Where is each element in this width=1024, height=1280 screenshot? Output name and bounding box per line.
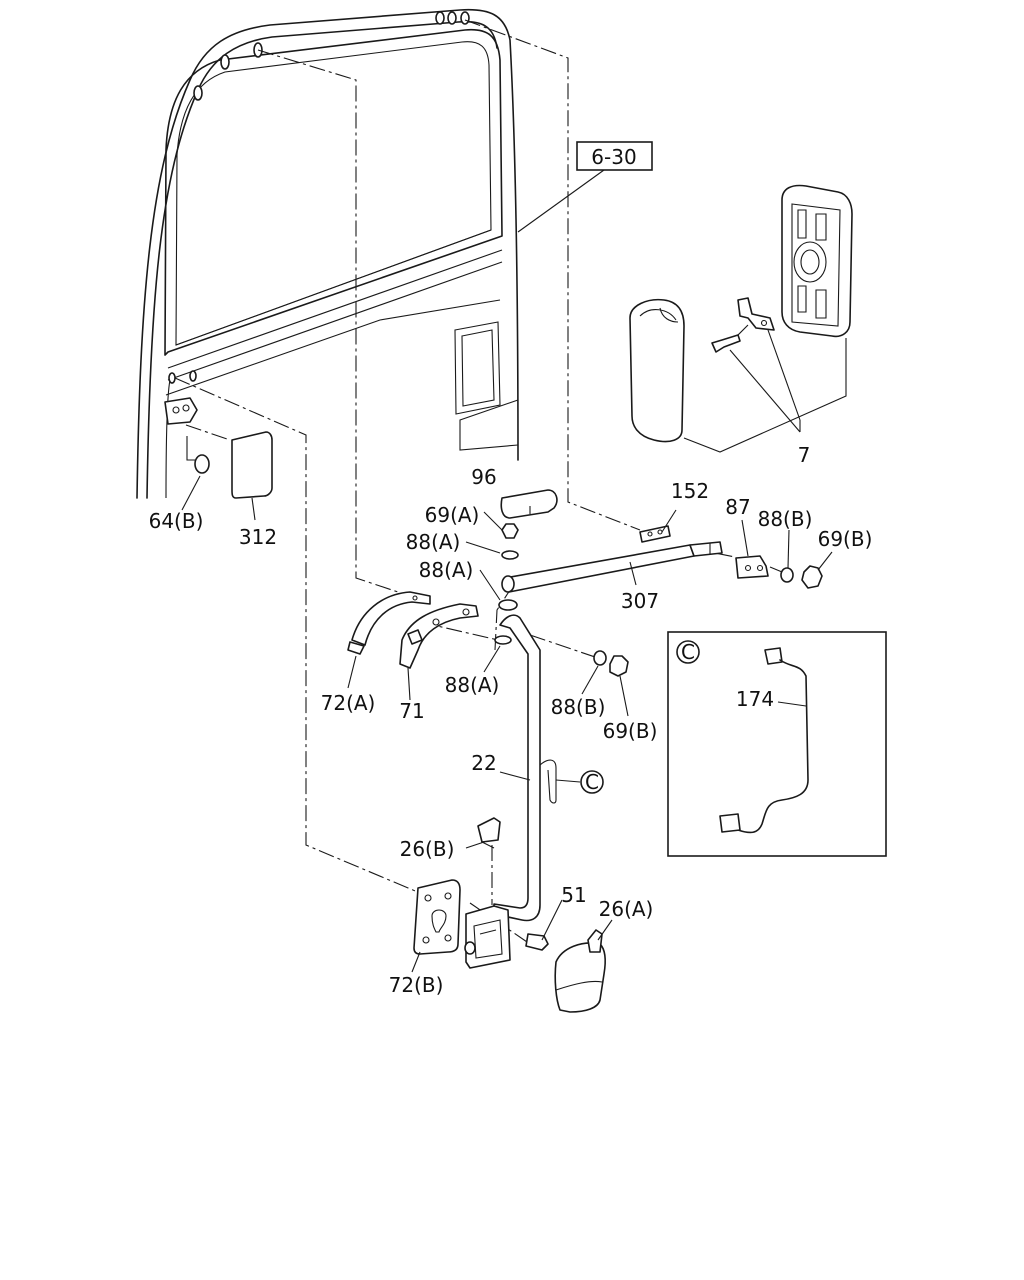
callout-96: 96 (471, 465, 496, 489)
callout-22: 22 (471, 751, 496, 775)
callout-88b-1: 88(B) (758, 507, 813, 531)
detail-marker-ref: C (585, 770, 599, 794)
callout-88a-3: 88(A) (445, 673, 500, 697)
callout-labels: 7 96 152 69(A) 88(A) 88(A) 87 88(B) 69(B… (149, 443, 873, 997)
callout-26a: 26(A) (599, 897, 654, 921)
callout-174: 174 (736, 687, 774, 711)
callout-51: 51 (561, 883, 586, 907)
lower-left-parts (186, 431, 273, 499)
callout-7: 7 (798, 443, 811, 467)
detail-marker: C (681, 640, 695, 664)
callout-152: 152 (671, 479, 709, 503)
callout-26b: 26(B) (400, 837, 455, 861)
callout-69a: 69(A) (425, 503, 480, 527)
callout-72a: 72(A) (321, 691, 376, 715)
callout-64b: 64(B) (149, 509, 204, 533)
callout-87: 87 (725, 495, 750, 519)
callout-69b-1: 69(B) (818, 527, 873, 551)
callout-88b-2: 88(B) (551, 695, 606, 719)
callout-307: 307 (621, 589, 659, 613)
detail-c-panel: C C (580, 631, 887, 857)
reference-box-label: 6-30 (591, 145, 636, 169)
callout-72b: 72(B) (389, 973, 444, 997)
mirror-arm-assembly (347, 489, 823, 1013)
callout-leaders (181, 169, 833, 973)
cab-door (136, 8, 519, 499)
callout-71: 71 (399, 699, 424, 723)
callout-88a-1: 88(A) (406, 530, 461, 554)
mirror-assembly (629, 184, 853, 453)
callout-88a-2: 88(A) (419, 558, 474, 582)
callout-69b-2: 69(B) (603, 719, 658, 743)
reference-box: 6-30 (576, 141, 653, 171)
callout-312: 312 (239, 525, 277, 549)
